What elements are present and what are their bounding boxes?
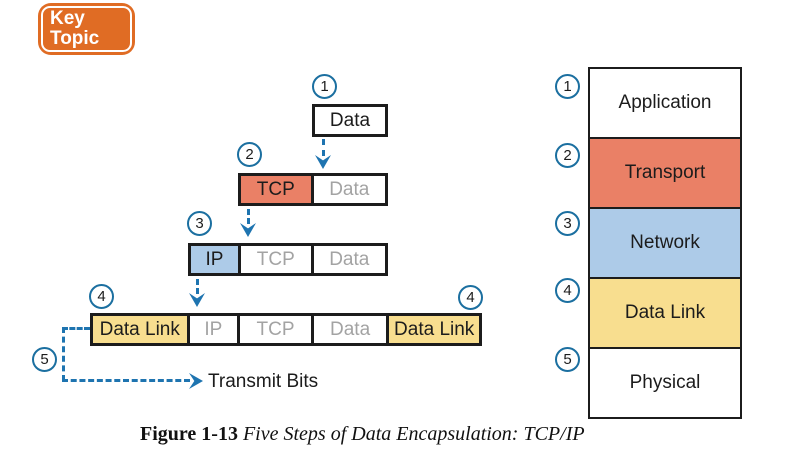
- step3-data-segment: Data: [310, 246, 385, 273]
- layer3-number-circle: 3: [555, 211, 580, 236]
- layer4-number-circle: 4: [555, 278, 580, 303]
- step5-arrow-head-icon: [189, 373, 203, 389]
- layer-network: Network: [590, 207, 740, 277]
- key-topic-badge-inner: Key Topic: [41, 6, 132, 52]
- step4-ip-segment: IP: [186, 316, 238, 343]
- layer2-number-circle: 2: [555, 143, 580, 168]
- step2-number-circle: 2: [237, 142, 262, 167]
- arrow-step1-step2-stem: [322, 139, 325, 156]
- step2-segment-row: TCP Data: [238, 173, 388, 206]
- layer-datalink: Data Link: [590, 277, 740, 347]
- key-topic-line2: Topic: [50, 28, 100, 49]
- arrow-step3-step4-head-icon: [189, 293, 205, 307]
- step4-data-segment: Data: [310, 316, 387, 343]
- step1-data-segment: Data: [329, 109, 371, 131]
- step4-number-circle-right: 4: [458, 285, 483, 310]
- step1-number-circle: 1: [312, 74, 337, 99]
- layer-transport: Transport: [590, 137, 740, 207]
- step5-path-vertical-segment: [62, 327, 65, 381]
- transmit-bits-label: Transmit Bits: [208, 371, 319, 392]
- step2-tcp-segment: TCP: [241, 176, 311, 203]
- step4-datalink-left-segment: Data Link: [93, 316, 187, 343]
- step2-data-segment: Data: [310, 176, 385, 203]
- figure-caption-label: Figure 1-13: [140, 423, 238, 445]
- arrow-step2-step3-head-icon: [240, 223, 256, 237]
- key-topic-badge: Key Topic: [38, 3, 135, 55]
- step5-path-bottom-segment: [62, 379, 190, 382]
- figure-caption-title: Five Steps of Data Encapsulation: TCP/IP: [242, 423, 585, 445]
- layer5-number-circle: 5: [555, 347, 580, 372]
- step4-segment-row: Data Link IP TCP Data Data Link: [90, 313, 482, 346]
- step3-ip-segment: IP: [191, 246, 238, 273]
- step3-number-circle: 3: [187, 211, 212, 236]
- arrow-step2-step3-stem: [247, 209, 250, 224]
- step3-segment-row: IP TCP Data: [188, 243, 388, 276]
- arrow-step1-step2-head-icon: [315, 155, 331, 169]
- step3-tcp-segment: TCP: [238, 246, 311, 273]
- layer-application: Application: [618, 92, 712, 113]
- layer1-number-circle: 1: [555, 74, 580, 99]
- key-topic-line1: Key: [50, 8, 85, 29]
- layer-physical: Physical: [590, 347, 740, 417]
- arrow-step3-step4-stem: [196, 279, 199, 294]
- step4-number-circle-left: 4: [89, 284, 114, 309]
- step1-data-box: Data: [312, 104, 388, 137]
- tcpip-layer-stack: Application Transport Network Data Link …: [588, 67, 742, 419]
- step5-number-circle: 5: [32, 347, 57, 372]
- step4-datalink-right-segment: Data Link: [386, 316, 480, 343]
- step5-path-top-segment: [62, 327, 90, 330]
- figure-caption: Figure 1-13 Five Steps of Data Encapsula…: [140, 423, 585, 446]
- step4-tcp-segment: TCP: [237, 316, 311, 343]
